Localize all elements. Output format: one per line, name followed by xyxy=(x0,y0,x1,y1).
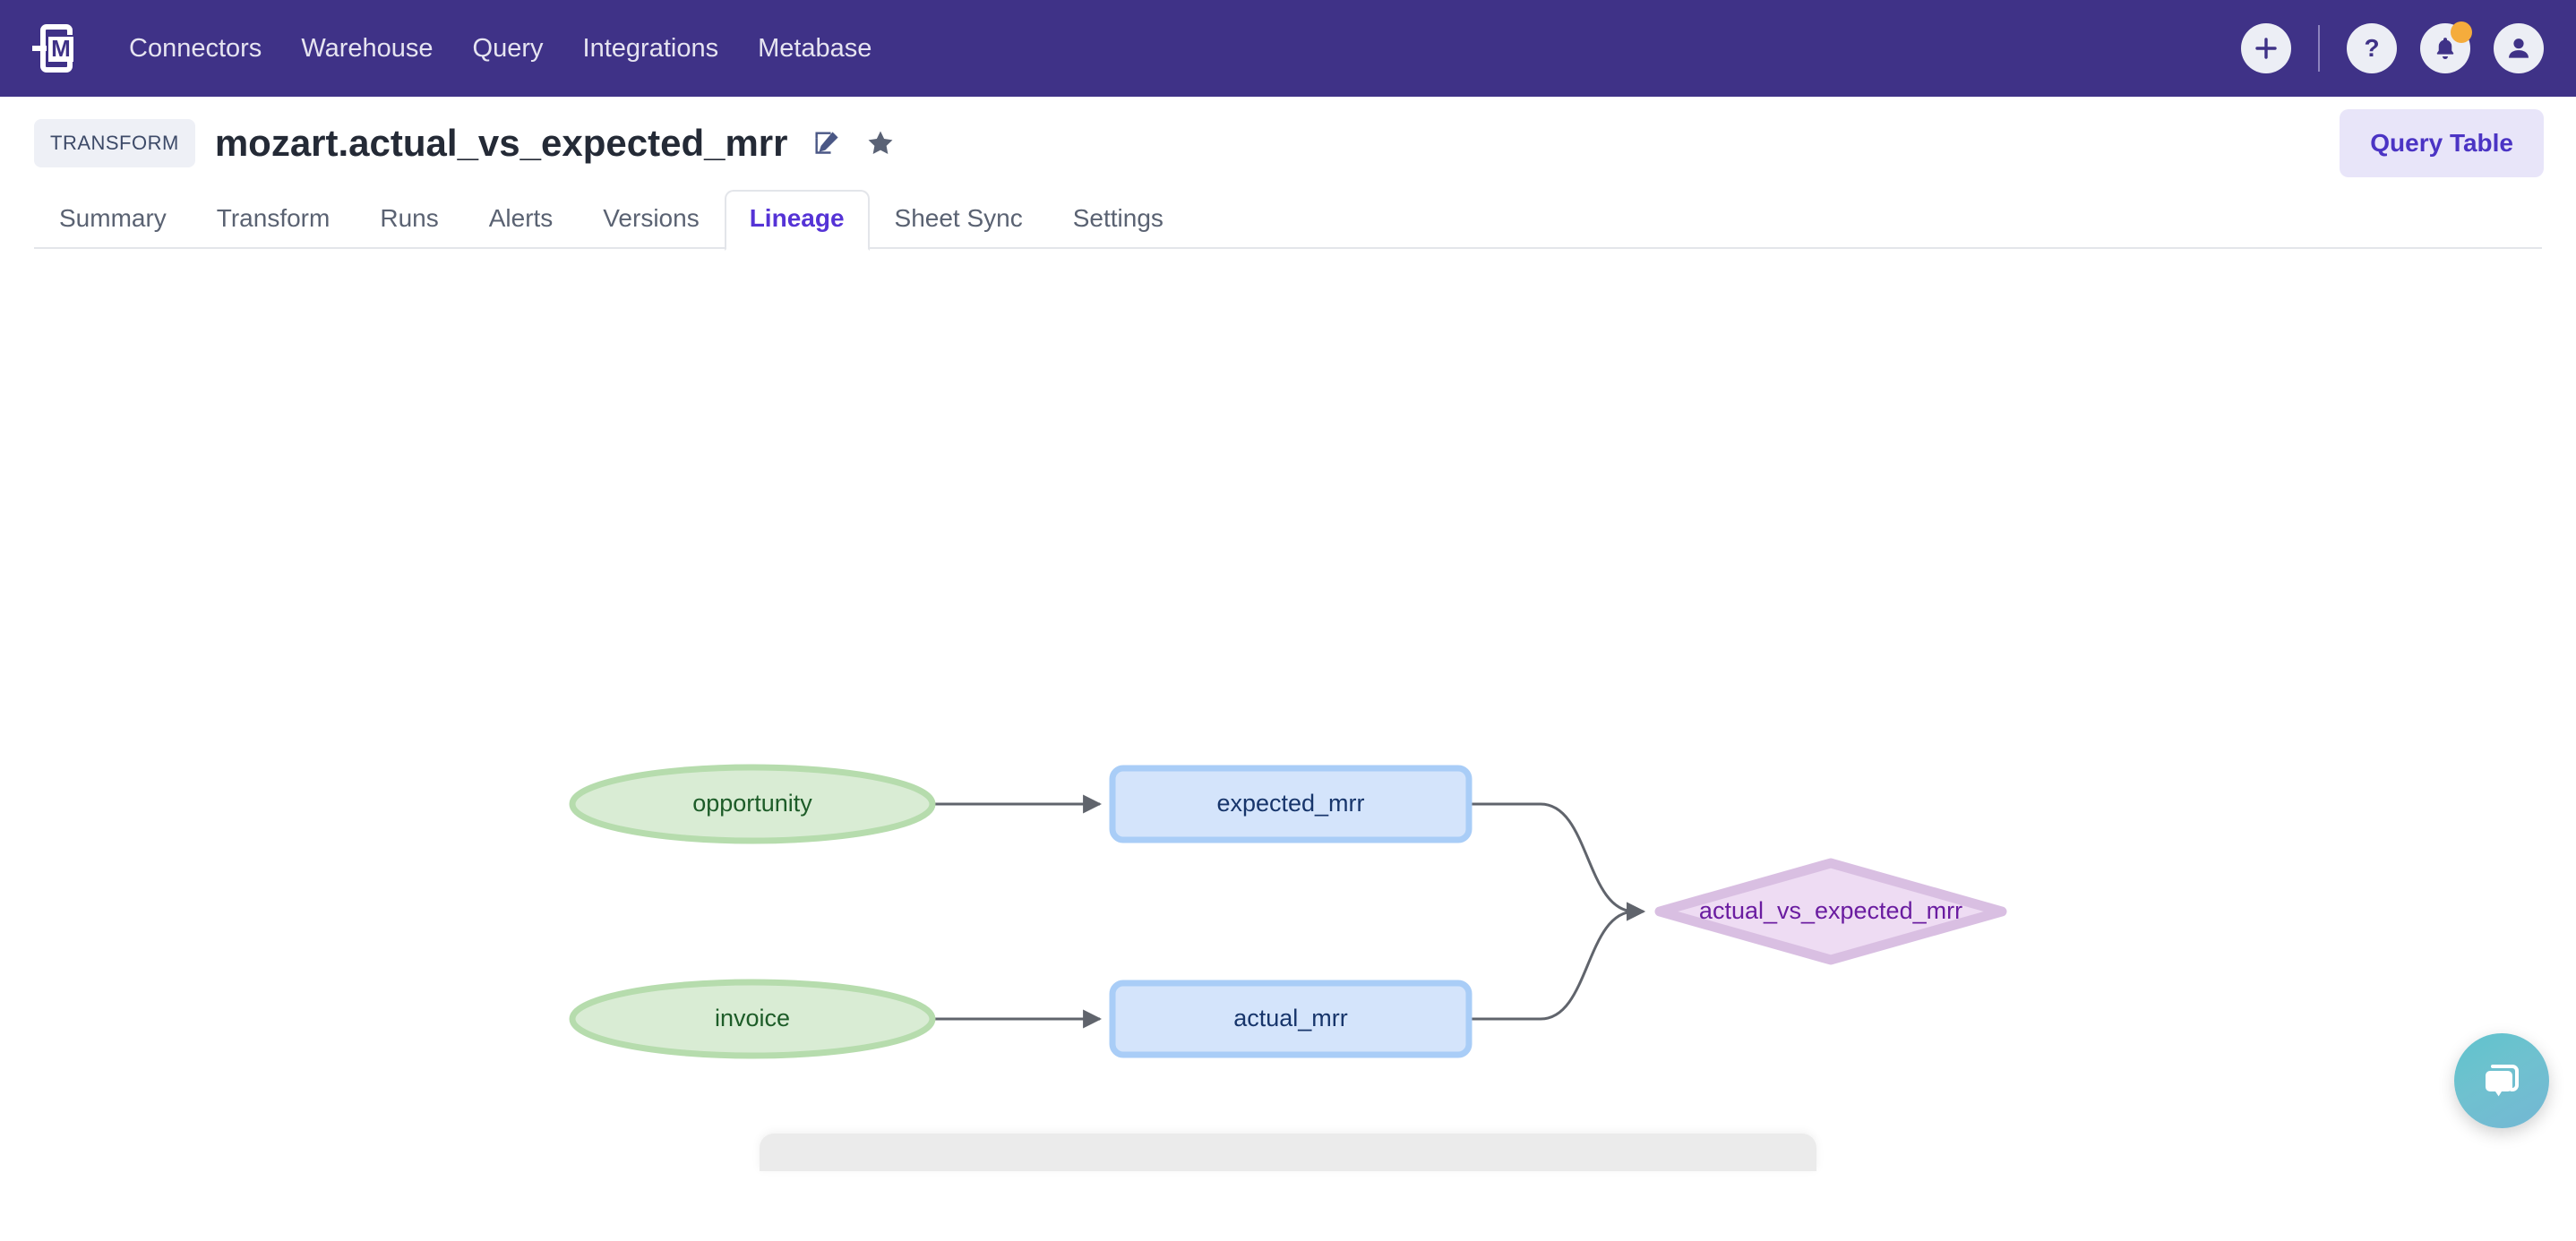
tab-summary[interactable]: Summary xyxy=(59,204,167,232)
edge-actual-mrr-current xyxy=(1469,902,1646,1021)
nav-link-query[interactable]: Query xyxy=(472,33,544,63)
lineage-node-label: opportunity xyxy=(692,790,812,817)
bottom-sheet-peek[interactable] xyxy=(760,1134,1816,1171)
lineage-node-label: expected_mrr xyxy=(1216,790,1364,817)
lineage-node-invoice[interactable]: invoice xyxy=(569,979,936,1059)
tab-lineage[interactable]: Lineage xyxy=(724,190,870,251)
lineage-node-label: actual_mrr xyxy=(1233,1005,1348,1031)
nav-link-integrations[interactable]: Integrations xyxy=(582,33,719,63)
nav-link-connectors[interactable]: Connectors xyxy=(129,33,262,63)
tab-versions[interactable]: Versions xyxy=(603,204,700,232)
tab-runs[interactable]: Runs xyxy=(380,204,439,232)
help-icon: ? xyxy=(2364,34,2379,62)
tab-sheet-sync[interactable]: Sheet Sync xyxy=(894,204,1023,232)
nav-actions: ? xyxy=(2241,21,2544,73)
nav-divider xyxy=(2318,25,2320,72)
lineage-node-actual-mrr[interactable]: actual_mrr xyxy=(1109,980,1473,1058)
page-header: TRANSFORM mozart.actual_vs_expected_mrr … xyxy=(0,97,2576,190)
status-badge: TRANSFORM xyxy=(34,119,195,167)
tab-settings[interactable]: Settings xyxy=(1072,204,1163,232)
svg-text:?: ? xyxy=(2364,34,2379,62)
edge-expected-mrr-current xyxy=(1469,802,1646,921)
query-table-button[interactable]: Query Table xyxy=(2340,109,2544,177)
lineage-canvas[interactable]: opportunity invoice expected_mrr actual_… xyxy=(0,249,2576,1171)
tab-transform[interactable]: Transform xyxy=(216,204,331,232)
chat-bubble-icon xyxy=(2486,1065,2519,1097)
edit-pencil-icon[interactable] xyxy=(811,128,842,158)
page-title: mozart.actual_vs_expected_mrr xyxy=(214,122,788,164)
nav-link-warehouse[interactable]: Warehouse xyxy=(301,33,434,63)
notification-badge xyxy=(2451,21,2472,43)
lineage-node-opportunity[interactable]: opportunity xyxy=(569,764,936,844)
lineage-graph: opportunity invoice expected_mrr actual_… xyxy=(569,764,2007,1059)
lineage-node-label: actual_vs_expected_mrr xyxy=(1699,897,1962,924)
account-button[interactable] xyxy=(2494,23,2544,73)
notifications-button[interactable] xyxy=(2420,21,2472,73)
nav-links: Connectors Warehouse Query Integrations … xyxy=(109,25,891,73)
lineage-edges xyxy=(933,794,1646,1029)
lineage-node-label: invoice xyxy=(715,1005,790,1031)
chat-launcher-button[interactable] xyxy=(2454,1033,2549,1128)
star-icon[interactable] xyxy=(865,128,896,158)
top-navbar: M Connectors Warehouse Query Integration… xyxy=(0,0,2576,97)
lineage-node-actual-vs-expected-mrr[interactable]: actual_vs_expected_mrr xyxy=(1654,858,2007,965)
mozart-logo-icon[interactable]: M xyxy=(27,21,82,76)
nav-link-metabase[interactable]: Metabase xyxy=(758,33,872,63)
add-button[interactable] xyxy=(2241,23,2291,73)
svg-text:M: M xyxy=(51,35,71,62)
help-button[interactable]: ? xyxy=(2347,23,2397,73)
tab-bar: Summary Transform Runs Alerts Versions L… xyxy=(0,190,2576,251)
user-avatar-icon xyxy=(2509,39,2529,58)
tab-alerts[interactable]: Alerts xyxy=(488,204,554,232)
lineage-node-expected-mrr[interactable]: expected_mrr xyxy=(1109,765,1473,843)
bell-icon xyxy=(2436,38,2454,59)
plus-icon xyxy=(2255,38,2277,59)
